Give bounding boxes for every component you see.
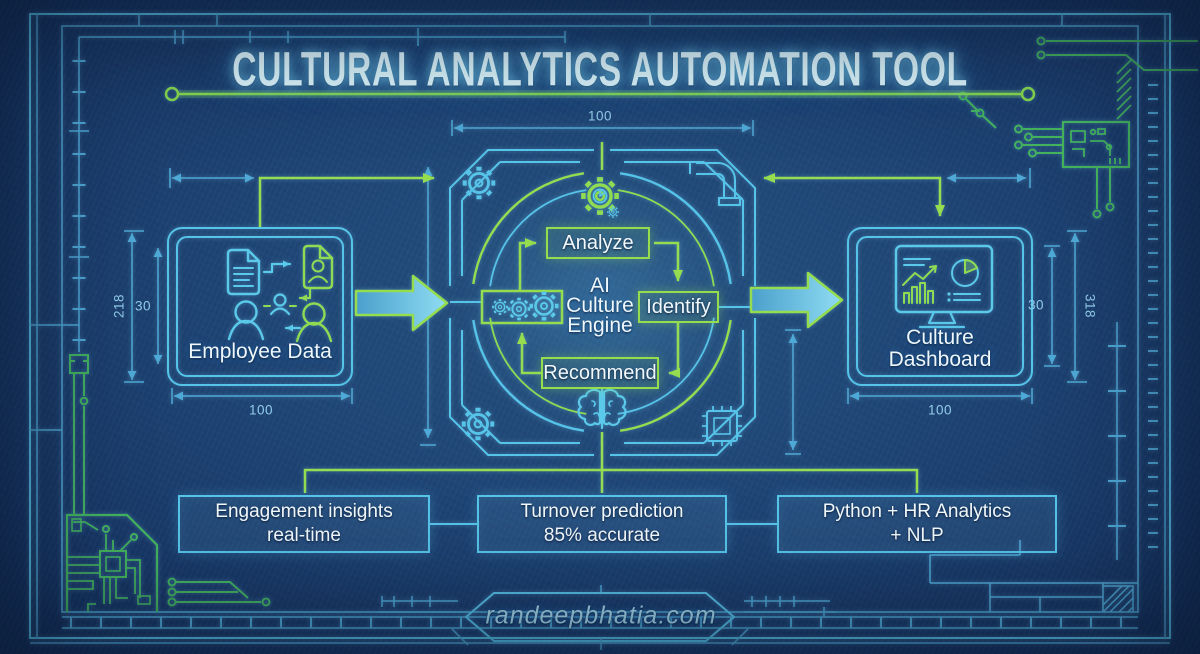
inner-frame [30,25,1139,613]
flow-arrow-left [354,274,449,332]
feature-line: Python + HR Analytics [822,501,1012,522]
dim-input-width: 100 [248,402,274,418]
line-chart-icon [902,265,937,286]
engine-node-label: AI Culture Engine [566,274,634,337]
dim-output-height-inner: 30 [1027,297,1045,313]
dim-input-height-inner: 30 [134,298,152,314]
connector-top-left [258,173,435,228]
input-box [167,227,353,386]
engine-label-line: AI [590,274,610,297]
gear-pie-icon [581,177,619,219]
step-analyze: Analyze [546,227,650,259]
arrow-icon [262,260,292,274]
title-block [929,540,1138,613]
engine-cycle-arrows [517,238,683,378]
bottom-ruler [62,616,1138,629]
dim-output-width: 100 [927,402,953,418]
outer-frame [29,13,1171,644]
feature-line: Engagement insights [215,501,393,522]
component-icon [69,354,89,374]
input-node-label: Employee Data [188,340,332,363]
feature-line: real-time [267,525,341,546]
dim-input-height-outer: 218 [111,293,127,319]
website-text: randeepbhatia.com [485,601,717,630]
title-underline [164,86,1036,102]
output-label-line: Culture [906,326,974,349]
engine-ring [472,172,732,432]
document-icon [226,248,261,296]
connectors [258,173,945,493]
pcb-icon [65,513,159,612]
gears-box [480,291,564,325]
connector-bottom-tree [303,432,919,493]
person-icon [227,300,265,341]
engine-label-line: Engine [567,314,633,337]
engine-label-line: Culture [566,294,634,317]
monitor-icon [894,244,994,329]
left-ruler [69,37,89,352]
feature-engagement: Engagement insights real-time [178,495,430,553]
arrow-icon [298,286,312,302]
pipe-elbow-icon [689,162,741,206]
step-recommend: Recommend [541,357,659,389]
page-title: CULTURAL ANALYTICS AUTOMATION TOOL [232,43,968,97]
brain-icon [577,388,627,430]
cpu-icon [702,406,742,446]
circuit-bottom-left [65,354,271,612]
feature-line: Turnover prediction [520,501,684,522]
person-icon [269,293,291,316]
profile-document-icon [302,244,334,290]
footer-plate [451,592,749,646]
feature-line: 85% accurate [543,525,661,546]
person-icon [295,302,333,343]
output-box [847,227,1033,386]
top-ruler-ticks [79,28,566,46]
connector-top-right [763,173,945,217]
feature-stack: Python + HR Analytics + NLP [777,495,1057,553]
flow-arrow-right [749,271,844,329]
input-icons [226,244,334,343]
output-label-line: Dashboard [888,348,992,371]
output-node-label: Culture Dashboard [889,327,992,371]
footer-rulers [378,585,836,650]
step-identify: Identify [638,291,719,323]
circuit-top-right [958,36,1198,219]
feature-line: + NLP [890,525,944,546]
dim-output-height-outer: 318 [1082,293,1098,319]
feature-turnover: Turnover prediction 85% accurate [477,495,727,553]
bar-chart-icon [903,282,934,304]
dim-engine-width: 100 [587,108,613,124]
